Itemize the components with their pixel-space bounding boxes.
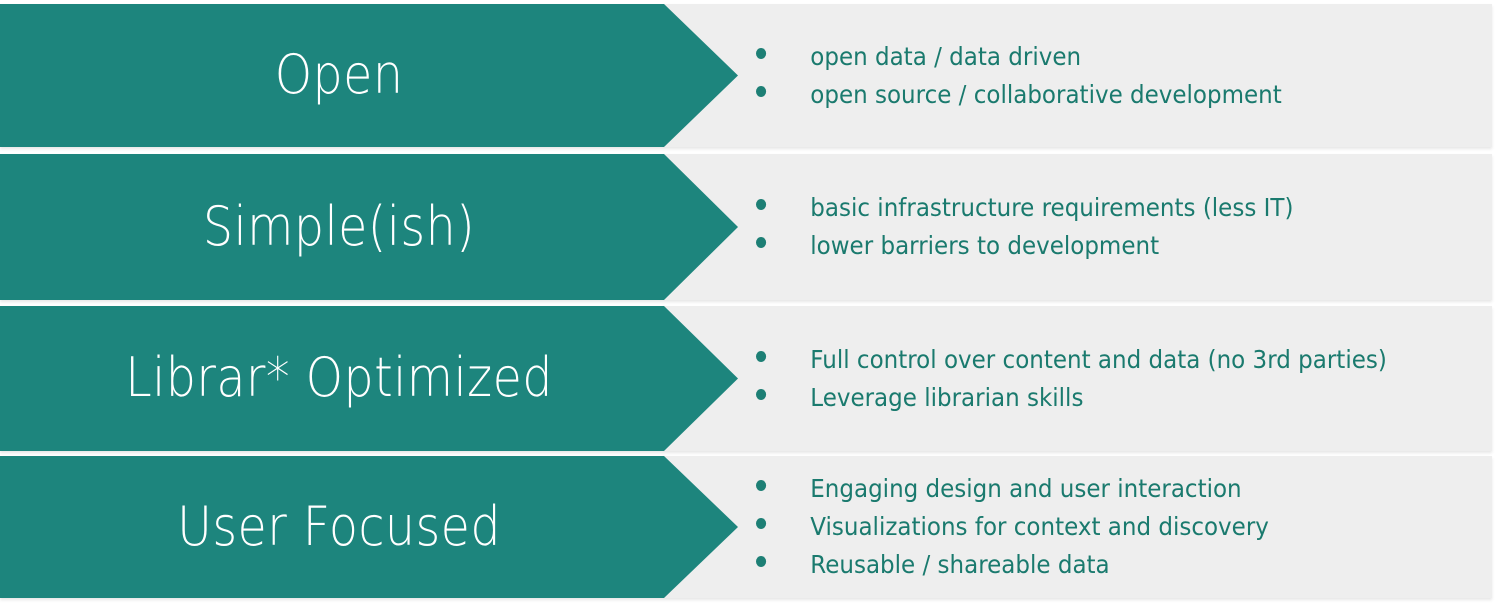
list-item-label: Full control over content and data (no 3…: [810, 344, 1387, 374]
list-item-label: Engaging design and user interaction: [810, 474, 1242, 503]
bullet-dot-icon: [756, 350, 767, 362]
arrow-label: Open: [274, 43, 404, 107]
arrow-label: User Focused: [177, 494, 501, 558]
list-item: Visualizations for context and discovery: [756, 508, 1433, 546]
list-item: open data / data driven: [756, 38, 1433, 76]
bullet-dot-icon: [756, 556, 767, 567]
arrow-shape-user-focused[interactable]: User Focused: [0, 456, 738, 598]
list-item: Full control over content and data (no 3…: [756, 341, 1433, 379]
list-item: basic infrastructure requirements (less …: [756, 189, 1433, 227]
diagram-row-user-focused: User Focused Engaging design and user in…: [0, 456, 1492, 598]
list-item: Reusable / shareable data: [756, 546, 1433, 584]
bullet-dot-icon: [756, 199, 767, 210]
list-item: open source / collaborative development: [756, 76, 1433, 114]
diagram-row-librar-optimized: Librar* Optimized Full control over cont…: [0, 306, 1492, 451]
list-item-label: open source / collaborative development: [810, 79, 1282, 109]
arrow-shape-librar-optimized[interactable]: Librar* Optimized: [0, 306, 738, 451]
bullet-list: open data / data driven open source / co…: [756, 4, 1492, 147]
arrow-label: Simple(ish): [202, 194, 476, 258]
bullet-dot-icon: [756, 47, 767, 59]
bullet-list: basic infrastructure requirements (less …: [756, 154, 1492, 300]
list-item: Engaging design and user interaction: [756, 470, 1433, 508]
bullet-list: Engaging design and user interaction Vis…: [756, 456, 1492, 598]
bullet-dot-icon: [756, 518, 767, 529]
arrow-label: Librar* Optimized: [125, 346, 553, 410]
arrow-shape-open[interactable]: Open: [0, 4, 738, 147]
diagram-row-open: Open open data / data driven open source…: [0, 4, 1492, 147]
bullet-dot-icon: [756, 480, 767, 491]
list-item: lower barriers to development: [756, 227, 1433, 265]
arrow-shape-simple[interactable]: Simple(ish): [0, 154, 738, 300]
bullet-dot-icon: [756, 388, 767, 400]
list-item-label: Visualizations for context and discovery: [810, 512, 1269, 541]
list-item: Leverage librarian skills: [756, 379, 1433, 417]
diagram-row-simple: Simple(ish) basic infrastructure require…: [0, 154, 1492, 300]
bullet-list: Full control over content and data (no 3…: [756, 306, 1492, 451]
list-item-label: Reusable / shareable data: [810, 550, 1110, 579]
list-item-label: lower barriers to development: [810, 231, 1160, 260]
bullet-dot-icon: [756, 85, 767, 97]
list-item-label: Leverage librarian skills: [810, 382, 1084, 412]
bullet-dot-icon: [756, 237, 767, 248]
list-item-label: open data / data driven: [810, 41, 1082, 71]
list-item-label: basic infrastructure requirements (less …: [810, 193, 1294, 222]
